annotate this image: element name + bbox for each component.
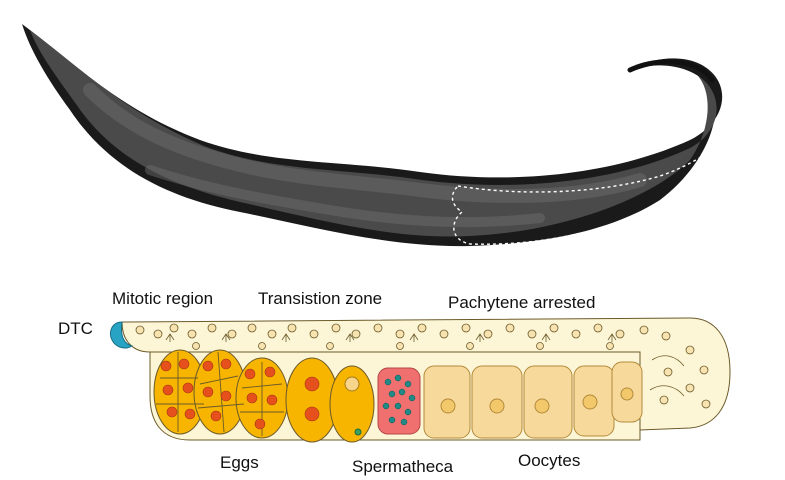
gonad-dashed-outline [451, 148, 714, 245]
label-mitotic-region: Mitotic region [112, 289, 213, 308]
rachis-strokes [165, 333, 685, 397]
label-spermatheca: Spermatheca [352, 457, 454, 476]
worm-intestine-texture [83, 83, 647, 203]
gonad-schematic [109, 317, 731, 443]
label-dtc: DTC [58, 319, 93, 338]
label-eggs: Eggs [220, 453, 259, 472]
worm-body [30, 30, 717, 237]
egg [329, 365, 375, 443]
worm-tail [627, 59, 715, 83]
eggs-group [153, 349, 375, 443]
egg-nuclei [160, 358, 320, 430]
oocyte-nuclei [440, 387, 634, 414]
egg-polar-body [354, 428, 362, 436]
spermatheca-group [377, 367, 421, 435]
egg-pronucleus [344, 376, 360, 392]
worm-intestine-texture-2 [145, 165, 545, 228]
gonad-distal-arm [121, 317, 731, 431]
worm-micrograph [22, 24, 723, 247]
oocytes-group [423, 361, 643, 439]
label-oocytes: Oocytes [518, 451, 580, 470]
dtc-cap [109, 321, 134, 349]
label-transition-zone: Transistion zone [258, 289, 382, 308]
sperm-dots [382, 374, 416, 426]
label-pachytene-arrested: Pachytene arrested [448, 293, 595, 312]
germ-cell-nuclei [135, 323, 711, 409]
